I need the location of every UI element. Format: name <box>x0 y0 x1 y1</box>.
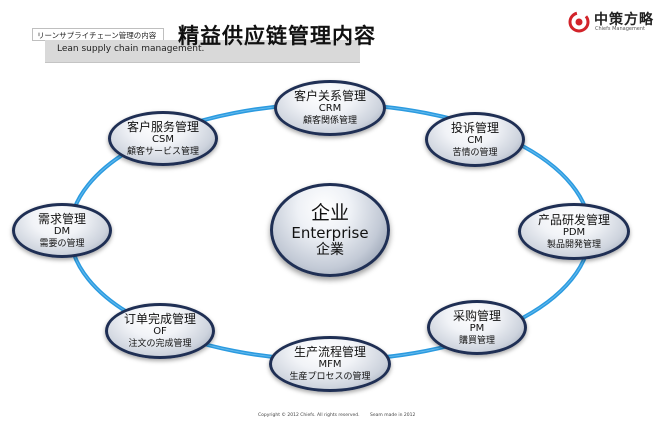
footer-note: Seam made in 2012 <box>370 413 416 418</box>
node-dm: 需求管理 DM 需要の管理 <box>12 203 112 258</box>
node-of-jp: 注文の完成管理 <box>128 339 192 349</box>
node-mfm-abbr: MFM <box>318 359 342 370</box>
node-of-abbr: OF <box>153 326 167 337</box>
node-dm-jp: 需要の管理 <box>39 238 85 249</box>
node-pm-abbr: PM <box>469 322 485 334</box>
center-en: Enterprise <box>291 223 369 242</box>
node-crm: 客户关系管理 CRM 顧客関係管理 <box>274 80 386 136</box>
subtitle-bar <box>45 40 360 63</box>
center-cn: 企业 <box>310 201 349 224</box>
node-csm-abbr: CSM <box>152 133 174 145</box>
node-mfm-cn: 生产流程管理 <box>293 345 366 359</box>
footer-copyright: Copyright © 2012 Chiefs. All rights rese… <box>258 413 360 418</box>
node-cm-cn: 投诉管理 <box>450 120 499 135</box>
node-crm-cn: 客户关系管理 <box>293 89 366 103</box>
logo-swirl-icon <box>568 11 590 33</box>
node-crm-abbr: CRM <box>318 103 342 114</box>
node-cm-jp: 苦情の管理 <box>452 147 498 158</box>
node-csm-jp: 顧客サービス管理 <box>126 146 199 157</box>
page-title: 精益供应链管理内容 <box>178 24 376 48</box>
node-pdm-abbr: PDM <box>562 226 586 238</box>
node-pdm-jp: 製品開発管理 <box>546 239 601 250</box>
page-subtitle: Lean supply chain management. <box>57 44 205 54</box>
node-pm: 采购管理 PM 購買管理 <box>427 300 527 355</box>
node-pdm: 产品研发管理 PDM 製品開発管理 <box>518 203 630 260</box>
node-cm: 投诉管理 CM 苦情の管理 <box>425 112 525 167</box>
logo-subtext: Chiefs Management <box>595 26 646 32</box>
node-cm-abbr: CM <box>467 134 483 146</box>
node-mfm: 生产流程管理 MFM 生産プロセスの管理 <box>269 336 391 392</box>
node-mfm-jp: 生産プロセスの管理 <box>289 372 371 382</box>
node-pm-cn: 采购管理 <box>452 308 501 323</box>
node-pdm-cn: 产品研发管理 <box>537 212 610 227</box>
logo-mark <box>568 11 590 33</box>
node-dm-abbr: DM <box>53 225 71 237</box>
node-of-cn: 订单完成管理 <box>123 312 196 326</box>
center-node-enterprise: 企业 Enterprise 企業 <box>270 183 390 277</box>
logo-text: 中策方略 <box>594 12 654 28</box>
center-jp: 企業 <box>316 241 344 258</box>
node-csm-cn: 客户服务管理 <box>126 119 199 134</box>
node-of: 订单完成管理 OF 注文の完成管理 <box>105 303 215 359</box>
node-crm-jp: 顧客関係管理 <box>302 116 357 126</box>
node-pm-jp: 購買管理 <box>458 335 495 346</box>
node-csm: 客户服务管理 CSM 顧客サービス管理 <box>108 111 218 166</box>
node-dm-cn: 需求管理 <box>37 211 86 226</box>
